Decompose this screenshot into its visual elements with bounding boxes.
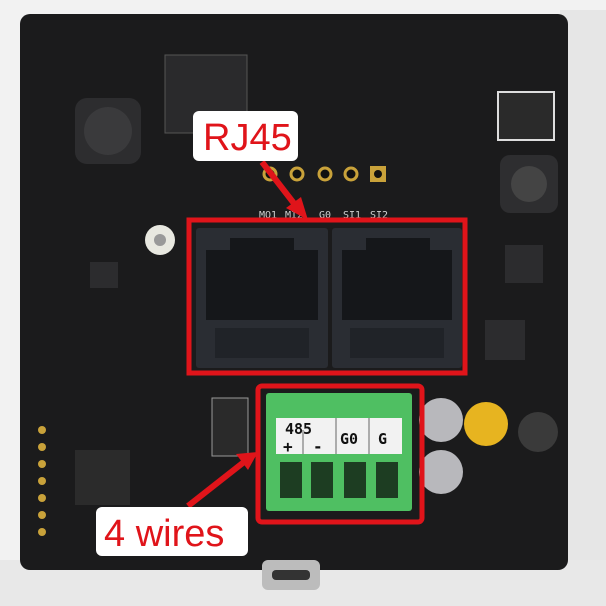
small-chip — [485, 320, 525, 360]
small-chip — [75, 450, 130, 505]
electrolytic-capacitor — [419, 398, 463, 442]
pin-label-g0: G0 — [319, 210, 331, 221]
rotary-switch-knob — [154, 234, 166, 246]
rj45-callout-label: RJ45 — [203, 117, 292, 159]
inductor-small — [518, 412, 558, 452]
wires-callout-label: 4 wires — [104, 513, 224, 555]
rj45-jack-2[interactable] — [332, 228, 462, 368]
rj45-arrow-icon — [259, 160, 308, 220]
pin-label-mi2: MI2 — [285, 210, 303, 221]
terminal-label-g0: G0 — [340, 430, 358, 448]
rj45-jack-1[interactable] — [196, 228, 328, 368]
terminal-label-plus: + — [283, 437, 293, 456]
pin-label-si2: SI2 — [370, 210, 388, 221]
wires-arrow-icon — [186, 452, 258, 509]
dip-switch[interactable] — [211, 397, 249, 457]
terminal-label-485: 485 — [285, 420, 312, 438]
inductor-left-core — [84, 107, 132, 155]
usb-c-opening — [272, 570, 310, 580]
rj45-callout-box — [193, 111, 298, 161]
edge-pads — [38, 426, 46, 536]
terminal-label-g: G — [378, 430, 387, 448]
programming-header — [262, 166, 386, 182]
varistor — [464, 402, 508, 446]
wires-callout-box — [96, 507, 248, 556]
pin-label-si1: SI1 — [343, 210, 361, 221]
terminal-block[interactable] — [266, 393, 412, 511]
inductor-right-core — [511, 166, 547, 202]
power-component — [497, 91, 555, 141]
terminal-label-minus: - — [313, 437, 323, 456]
pin-label-mo1: MO1 — [259, 210, 277, 221]
small-chip — [505, 245, 543, 283]
small-chip — [90, 262, 118, 288]
terminal-highlight-box — [255, 383, 425, 525]
rj45-highlight-box — [186, 217, 468, 376]
electrolytic-capacitor — [419, 450, 463, 494]
